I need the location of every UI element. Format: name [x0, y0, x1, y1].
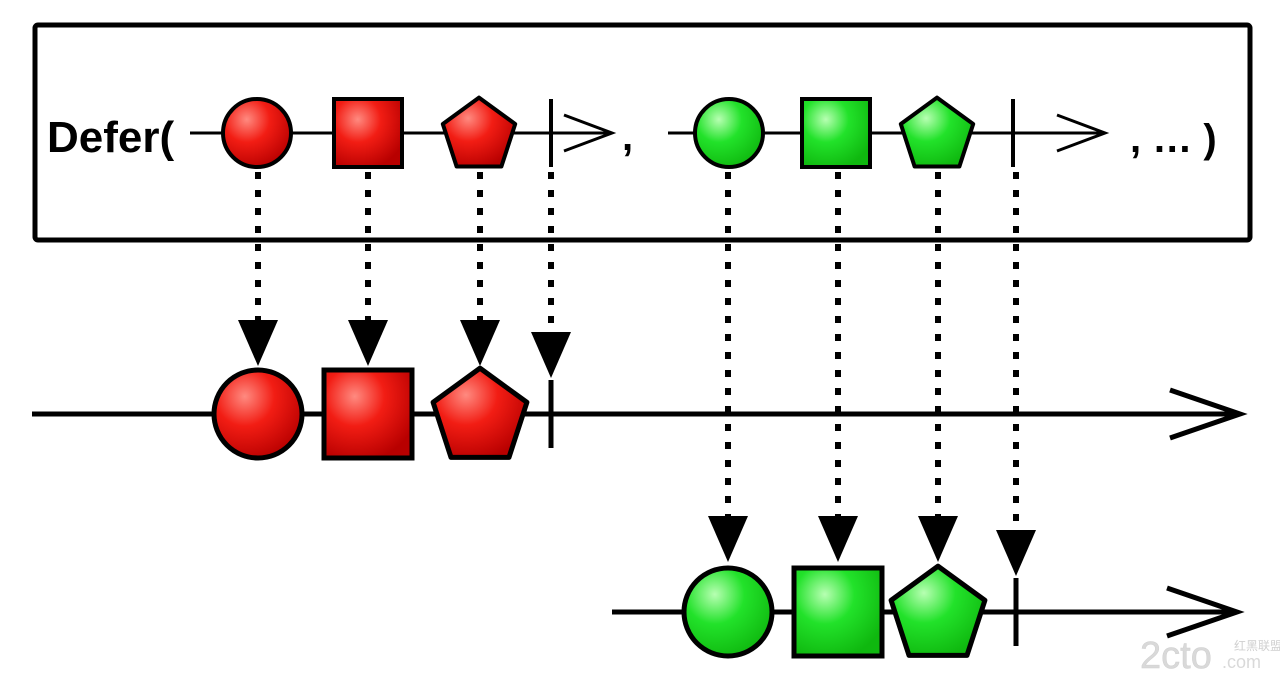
first-subscription-emission-arrow-1-head [238, 320, 278, 366]
second-observable-item-3-pentagon-marble [898, 95, 976, 169]
second-subscription-emission-arrow-2 [818, 172, 858, 562]
watermark-cn: 红黑联盟 [1234, 638, 1280, 653]
sequence-separator: , [622, 115, 633, 159]
first-subscription-completion-arrow-head [531, 332, 571, 378]
second-subscription-emission-arrow-1-head [708, 516, 748, 562]
first-subscription-item-3-pentagon-marble [430, 365, 530, 460]
first-observable-item-3-pentagon-marble [440, 95, 518, 169]
second-subscription-completion-arrow [996, 172, 1036, 576]
watermark-tld: .com [1222, 652, 1261, 672]
second-subscription-completion-arrow-head [996, 530, 1036, 576]
first-subscription-emission-arrow-2-head [348, 320, 388, 366]
first-observable-axis-arrowhead [563, 113, 617, 153]
first-subscription-emission-arrow-3-head [460, 320, 500, 366]
second-subscription-item-2-square-marble [791, 565, 885, 659]
second-subscription-emission-arrow-1 [708, 172, 748, 562]
second-observable-item-1-circle-marble [693, 97, 765, 169]
first-observable-item-1-circle-marble [221, 97, 293, 169]
watermark: 2cto .com 红黑联盟 [1140, 635, 1280, 678]
first-subscription-item-1-circle-marble [211, 367, 305, 461]
second-subscription-item-1-circle-marble [681, 565, 775, 659]
second-observable-timeline [668, 95, 1110, 169]
second-subscription-timeline [612, 563, 1245, 659]
emission-arrows-layer [238, 172, 1036, 576]
second-subscription-emission-arrow-3 [918, 172, 958, 562]
first-subscription-emission-arrow-3 [460, 172, 500, 366]
trailing-ellipsis: , … ) [1130, 117, 1217, 161]
second-subscription-item-3-pentagon-marble [888, 563, 988, 658]
watermark-main: 2cto [1140, 635, 1212, 677]
output-sequences-layer [32, 365, 1248, 659]
second-observable-axis-arrowhead [1056, 113, 1110, 153]
first-subscription-completion-arrow [531, 172, 571, 378]
first-subscription-item-2-square-marble [321, 367, 415, 461]
first-subscription-emission-arrow-1 [238, 172, 278, 366]
first-subscription-emission-arrow-2 [348, 172, 388, 366]
defer-box [32, 22, 1253, 243]
first-observable-item-2-square-marble [332, 97, 404, 169]
second-subscription-emission-arrow-3-head [918, 516, 958, 562]
input-sequences-layer [190, 95, 1110, 169]
second-observable-item-2-square-marble [800, 97, 872, 169]
first-observable-timeline [190, 95, 617, 169]
first-subscription-timeline [32, 365, 1248, 461]
second-subscription-axis-arrowhead [1166, 585, 1245, 639]
second-subscription-emission-arrow-2-head [818, 516, 858, 562]
defer-title: Defer( [47, 113, 174, 162]
first-subscription-axis-arrowhead [1169, 387, 1248, 441]
